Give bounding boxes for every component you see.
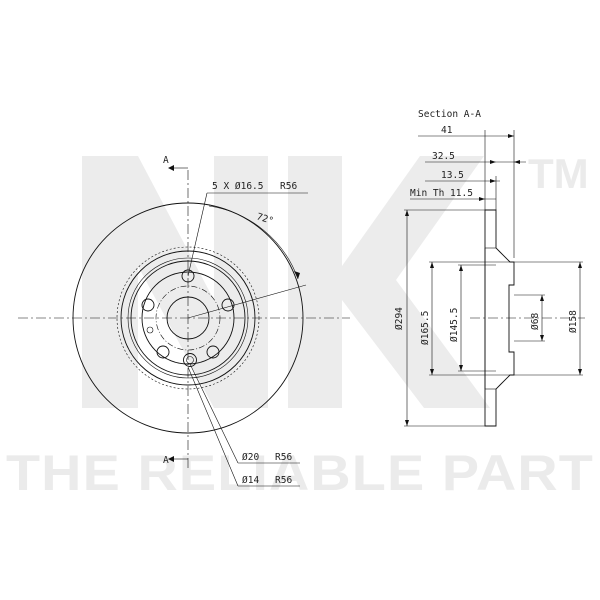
bolt-hole-4 [156,345,170,359]
dia-165-arrow-bottom [430,369,434,375]
locating-hole-20 [183,353,197,367]
nk-logo-watermark: TM THE RELIABLE PART [6,150,594,501]
bolt-holes-label: 5 X Ø16.5 [212,181,263,192]
section-title: Section A-A [418,109,481,120]
dia-145-arrow-bottom [459,365,463,371]
angle-label: 72° [255,211,275,227]
slogan-watermark: THE RELIABLE PART [6,445,594,501]
angle-arrowhead [294,271,300,279]
dia-68-arrow-bottom [540,335,544,341]
trademark-mark: TM [528,150,589,197]
center-bore [166,296,210,340]
bolt-circle [155,285,221,351]
hole-14-radius-label: R56 [275,475,292,486]
dia-158-label: Ø158 [568,310,579,333]
dia-145-arrow-top [459,265,463,271]
bolt-hole-3 [206,345,220,359]
section-arrow-top-head [168,165,174,171]
disc-section-profile [484,209,515,427]
nk-logo-mark [82,156,490,408]
friction-ring-inner-dashed [116,246,260,390]
hub-face-circle [141,271,235,365]
hat-outer-circle [120,250,256,386]
dim-13-label: 13.5 [441,170,464,181]
bolt-hole-5 [141,298,155,312]
hole-20-leader [189,363,239,464]
disc-outer-edge [72,202,304,434]
angle-arc [208,205,299,280]
dim-32-label: 32.5 [432,151,455,162]
dia-165-label: Ø165.5 [420,311,431,345]
section-marker-top: A [163,155,169,166]
dim-41-label: 41 [441,125,453,136]
dia-158-arrow-bottom [578,369,582,375]
dia-165-arrow-top [430,262,434,268]
dim-min-th-label: Min Th 11.5 [410,188,473,199]
dia-68-arrow-top [540,295,544,301]
bolt-hole-leader [187,192,208,277]
hat-inner-circle [130,260,246,376]
dia-158-arrow-top [578,262,582,268]
dia-294-arrow-top [405,210,409,216]
dim-13-arrow [490,179,496,183]
dim-32-arrow-a [490,160,496,164]
locating-hole-small [146,326,154,334]
dim-41-arrow [508,134,514,138]
hole-14-leader [187,366,239,487]
bolt-hole-1 [181,269,195,283]
dia-294-arrow-bottom [405,420,409,426]
locating-hole-14 [186,356,194,364]
dia-68-label: Ø68 [530,313,541,330]
hat-step-circle [127,257,249,379]
dim-min-th-arrow [479,197,485,201]
section-marker-bottom: A [163,455,169,466]
section-view: Section A-A 41 32.5 13.5 Min Th 11.5 [394,109,585,427]
angle-leader-right [187,284,307,319]
front-view: 72° 5 X Ø16.5 R56 Ø20 R56 Ø14 R56 A A [18,155,350,487]
hole-14-label: Ø14 [242,475,259,486]
hole-20-radius-label: R56 [275,452,292,463]
dia-145-label: Ø145.5 [449,308,460,342]
dim-32-arrow-b [514,160,520,164]
bolt-holes-radius-label: R56 [280,181,297,192]
dia-294-label: Ø294 [394,307,405,330]
hole-20-label: Ø20 [242,452,259,463]
section-arrow-bottom-head [168,456,174,462]
